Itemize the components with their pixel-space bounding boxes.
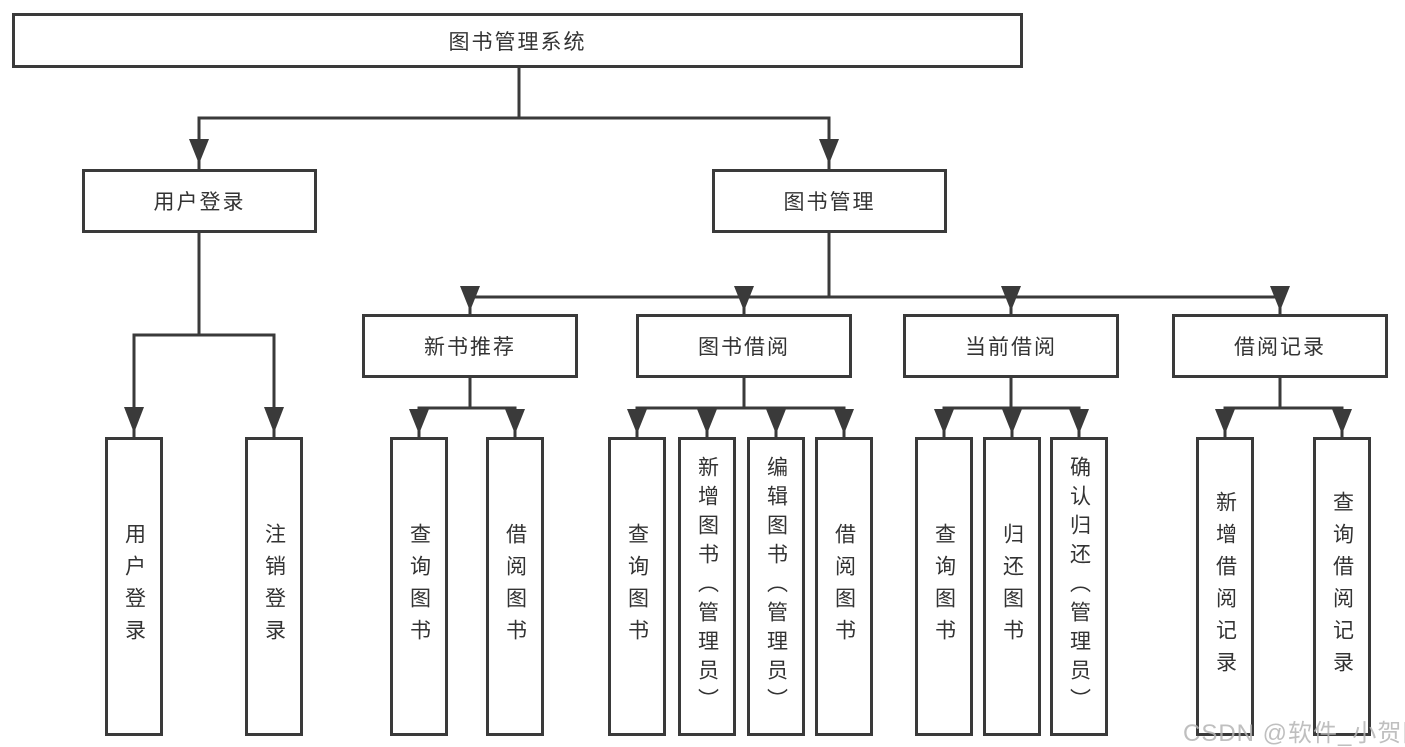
leaf-current-confirm-return-admin: 确认归还（管理员） xyxy=(1050,437,1108,736)
leaf-records-add-record: 新增借阅记录 xyxy=(1196,437,1254,736)
leaf-borrow-edit-books-admin: 编辑图书（管理员） xyxy=(747,437,805,736)
leaf-logout-label: 注销登录 xyxy=(262,522,286,651)
leaf-recommend-borrow-books-label: 借阅图书 xyxy=(503,522,527,651)
node-book-borrow: 图书借阅 xyxy=(636,314,852,378)
leaf-records-query-record: 查询借阅记录 xyxy=(1313,437,1371,736)
leaf-logout: 注销登录 xyxy=(245,437,303,736)
node-new-book-recommend-label: 新书推荐 xyxy=(424,336,516,359)
leaf-current-return-books-label: 归还图书 xyxy=(1000,522,1024,651)
leaf-records-add-record-label: 新增借阅记录 xyxy=(1213,490,1237,683)
leaf-borrow-add-books-admin-label: 新增图书（管理员） xyxy=(695,456,719,717)
leaf-current-return-books: 归还图书 xyxy=(983,437,1041,736)
leaf-recommend-query-books-label: 查询图书 xyxy=(407,522,431,651)
arrow-down-icon xyxy=(124,139,1352,434)
node-book-management-label: 图书管理 xyxy=(783,191,876,214)
node-book-management: 图书管理 xyxy=(712,169,947,233)
watermark: CSDN @软件_小贺同学 xyxy=(1183,720,1405,747)
leaf-records-query-record-label: 查询借阅记录 xyxy=(1330,490,1354,683)
node-borrow-records: 借阅记录 xyxy=(1172,314,1388,378)
leaf-borrow-borrow-books: 借阅图书 xyxy=(815,437,873,736)
leaf-recommend-query-books: 查询图书 xyxy=(390,437,448,736)
node-book-borrow-label: 图书借阅 xyxy=(698,336,790,359)
node-new-book-recommend: 新书推荐 xyxy=(362,314,578,378)
leaf-borrow-query-books-label: 查询图书 xyxy=(625,522,649,651)
leaf-user-login-label: 用户登录 xyxy=(122,522,146,651)
leaf-current-query-books: 查询图书 xyxy=(915,437,973,736)
leaf-borrow-borrow-books-label: 借阅图书 xyxy=(832,522,856,651)
node-user-login: 用户登录 xyxy=(82,169,317,233)
leaf-recommend-borrow-books: 借阅图书 xyxy=(486,437,544,736)
leaf-current-confirm-return-admin-label: 确认归还（管理员） xyxy=(1067,456,1091,717)
node-root-label: 图书管理系统 xyxy=(448,30,587,54)
leaf-user-login: 用户登录 xyxy=(105,437,163,736)
node-borrow-records-label: 借阅记录 xyxy=(1234,336,1326,359)
leaf-current-query-books-label: 查询图书 xyxy=(932,522,956,651)
node-current-borrow-label: 当前借阅 xyxy=(965,336,1057,359)
leaf-borrow-edit-books-admin-label: 编辑图书（管理员） xyxy=(764,456,788,717)
leaf-borrow-query-books: 查询图书 xyxy=(608,437,666,736)
leaf-borrow-add-books-admin: 新增图书（管理员） xyxy=(678,437,736,736)
node-root: 图书管理系统 xyxy=(12,13,1023,68)
node-current-borrow: 当前借阅 xyxy=(903,314,1119,378)
node-user-login-label: 用户登录 xyxy=(153,191,246,214)
